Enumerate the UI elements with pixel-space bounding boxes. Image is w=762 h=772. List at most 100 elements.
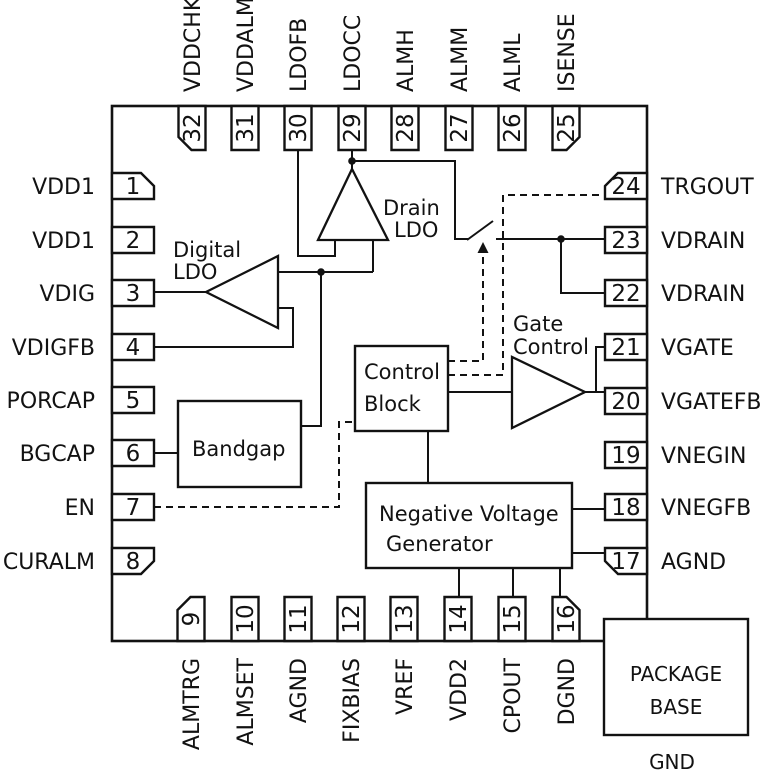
pin-box-26 <box>497 104 527 152</box>
wire-vdigfb-feedback <box>154 307 294 348</box>
pin-14-label-vdd2: VDD2 <box>447 658 472 721</box>
pin-number-11: 11 <box>286 604 312 633</box>
pin-box-17 <box>603 546 649 576</box>
pin-number-6: 6 <box>126 441 141 467</box>
gate-control-label-line2: Control <box>513 335 589 359</box>
wire-ldofb-to-drain-ldo <box>297 150 336 257</box>
pin-10-label-almset: ALMSET <box>234 657 259 745</box>
pin-number-2: 2 <box>126 228 141 254</box>
nvg-label-line2: Generator <box>386 532 493 556</box>
bandgap-label: Bandgap <box>192 437 285 461</box>
pin-7-label-en: EN <box>65 496 95 521</box>
gnd-label: GND <box>649 750 695 772</box>
pin-box-11 <box>283 595 313 643</box>
switch-control-dashed-wire <box>448 254 484 362</box>
pin-number-21: 21 <box>611 335 640 361</box>
chip-outline <box>110 104 649 643</box>
pin-number-28: 28 <box>393 113 419 142</box>
pin-number-5: 5 <box>126 388 141 414</box>
drain-ldo-triangle <box>316 166 390 242</box>
pin-18-label-vnegfb: VNEGFB <box>661 496 751 521</box>
pin-number-3: 3 <box>126 281 141 307</box>
pin-box-18 <box>603 492 649 522</box>
package-base-box <box>602 617 750 737</box>
pin-26-label-alml: ALML <box>501 33 526 92</box>
pin-box-13 <box>389 595 419 643</box>
junction-dot-vdrain <box>557 235 565 243</box>
digital-ldo-label-line2: LDO <box>173 260 217 284</box>
pin-number-29: 29 <box>340 113 366 142</box>
pin-box-29 <box>337 104 367 152</box>
pin-box-25 <box>551 104 581 152</box>
drain-ldo-label-line1: Drain <box>383 196 440 220</box>
pin-box-20 <box>603 386 649 416</box>
wire-bandgap-to-ldos <box>301 272 322 427</box>
pin-box-15 <box>497 595 527 643</box>
pin-12-label-fixbias: FIXBIAS <box>340 658 365 743</box>
pin-number-15: 15 <box>500 604 526 633</box>
pin-11-label-agnd: AGND <box>287 658 312 723</box>
pin-number-19: 19 <box>611 443 640 469</box>
pin-number-1: 1 <box>126 174 141 200</box>
pin-17-label-agnd: AGND <box>661 550 726 575</box>
pin-16-label-dgnd: DGND <box>555 658 580 725</box>
pin-number-26: 26 <box>500 113 526 142</box>
pin-19-label-vnegin: VNEGIN <box>661 444 746 469</box>
pin-box-21 <box>603 332 649 362</box>
pin-32-label-vddchk: VDDCHK <box>181 0 206 92</box>
pins-layer: 1VDD12VDD13VDIG4VDIGFB5PORCAP6BGCAP7EN8C… <box>3 0 762 750</box>
pin-box-14 <box>443 595 473 643</box>
pin-box-4 <box>110 332 156 362</box>
pin-number-9: 9 <box>179 612 205 627</box>
pin-number-32: 32 <box>180 113 206 142</box>
pin-2-label-vdd1: VDD1 <box>32 229 95 254</box>
pin-box-16 <box>551 595 581 643</box>
pin-15-label-cpout: CPOUT <box>501 657 526 733</box>
pin-number-23: 23 <box>611 228 640 254</box>
pin-31-label-vddalm: VDDALM <box>234 0 259 92</box>
digital-ldo-label-line1: Digital <box>173 238 241 262</box>
pin-number-24: 24 <box>611 174 640 200</box>
pin-13-label-vref: VREF <box>393 658 418 715</box>
wire-drain-ldo-to-switch <box>352 160 468 240</box>
pin-number-16: 16 <box>554 604 580 633</box>
pin-number-22: 22 <box>611 281 640 307</box>
pin-number-30: 30 <box>286 113 312 142</box>
pin-28-label-almh: ALMH <box>394 29 419 92</box>
pin-9-label-almtrg: ALMTRG <box>180 658 205 750</box>
pin-number-10: 10 <box>233 604 259 633</box>
pin-box-10 <box>230 595 260 643</box>
junction-dot-ldo-input <box>317 268 325 276</box>
pin-box-32 <box>177 104 207 152</box>
nvg-label-line1: Negative Voltage <box>379 502 559 526</box>
digital-ldo-triangle <box>203 254 280 330</box>
trgout-dashed-wire <box>448 194 605 376</box>
pin-22-label-vdrain: VDRAIN <box>661 282 745 307</box>
pin-box-9 <box>176 595 206 643</box>
pin-5-label-porcap: PORCAP <box>7 389 95 414</box>
pin-box-22 <box>603 278 649 308</box>
pin-number-13: 13 <box>392 604 418 633</box>
pin-box-31 <box>230 104 260 152</box>
control-block-box <box>353 344 450 433</box>
pin-box-8 <box>110 546 156 576</box>
negative-voltage-generator-box <box>364 481 574 570</box>
pin-number-18: 18 <box>611 495 640 521</box>
pin-box-27 <box>444 104 474 152</box>
gate-control-triangle <box>510 355 588 430</box>
pin-number-7: 7 <box>126 495 141 521</box>
pin-1-label-vdd1: VDD1 <box>32 175 95 200</box>
pin-8-label-curalm: CURALM <box>3 550 95 575</box>
pin-number-17: 17 <box>611 549 640 575</box>
pin-25-label-isense: ISENSE <box>555 13 580 92</box>
pin-number-12: 12 <box>339 604 365 633</box>
pin-box-24 <box>603 171 649 201</box>
control-block-label-line1: Control <box>364 360 440 384</box>
pin-23-label-vdrain: VDRAIN <box>661 229 745 254</box>
pin-24-label-trgout: TRGOUT <box>660 175 754 200</box>
pin-box-28 <box>390 104 420 152</box>
pin-number-8: 8 <box>126 549 141 575</box>
bandgap-box <box>176 399 303 489</box>
package-base-label-line2: BASE <box>650 695 703 719</box>
